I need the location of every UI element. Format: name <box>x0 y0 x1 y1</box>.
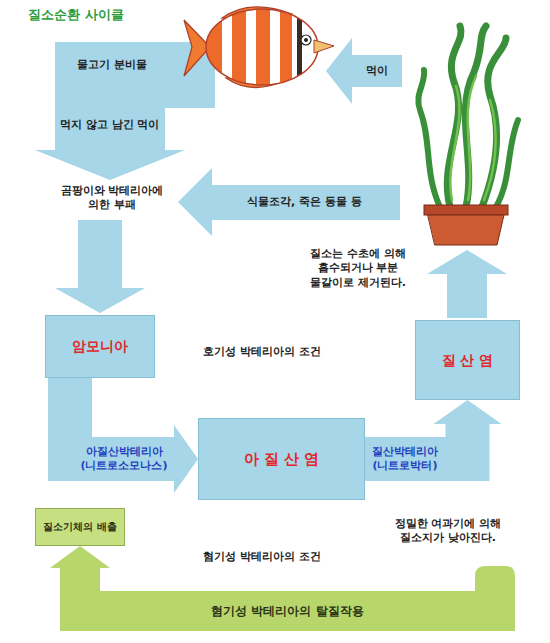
fish-illustration <box>184 0 334 100</box>
note-label: 곰팡이와 박테리아에 의한 부패 <box>53 184 171 213</box>
note-label: 호기성 박테리아의 조건 <box>203 345 321 359</box>
note-label: 질소는 수초에 의해 흡수되거나 부분 물갈이로 제거된다. <box>302 247 414 290</box>
flow-arrow <box>70 378 198 493</box>
process-box: 암모니아 <box>45 315 155 378</box>
flow-arrow <box>178 168 400 236</box>
note-label: 먹이 <box>366 64 388 78</box>
process-band: 혐기성 박테리아의 탈질작용 <box>60 591 515 631</box>
process-box: 질 산 염 <box>415 320 520 400</box>
output-box: 질소기체의 배출 <box>35 508 125 546</box>
note-label: 먹지 않고 남긴 먹이 <box>60 118 160 132</box>
flow-arrow <box>427 250 507 318</box>
band-arrow <box>475 566 515 592</box>
edge-label: 아질산박테리아 (니트로소모나스) <box>70 444 178 474</box>
node-text: 질소기체의 배출 <box>43 521 116 533</box>
edge-label: 질산박테리아 (니트로박터) <box>365 444 445 474</box>
arrow-head <box>434 400 502 424</box>
flow-arrow <box>50 546 110 591</box>
note-label: 식물조각, 죽은 동물 등 <box>247 195 362 209</box>
node-text: 아 질 산 염 <box>244 450 320 468</box>
diagram-title: 질소순환 사이클 <box>28 6 124 24</box>
flow-arrow <box>55 220 145 313</box>
process-box: 아 질 산 염 <box>198 418 365 500</box>
note-label: 물고기 분비물 <box>77 58 147 72</box>
node-text: 암모니아 <box>72 338 128 355</box>
arrow-shaft <box>60 568 100 591</box>
node-text: 혐기성 박테리아의 탈질작용 <box>211 604 363 618</box>
arrow-head <box>50 546 110 568</box>
node-text: 질 산 염 <box>442 352 494 369</box>
note-label: 혐기성 박테리아의 조건 <box>203 550 321 564</box>
flow-arrow <box>326 38 402 104</box>
note-label: 정밀한 여과기에 의해 질소지가 낮아진다. <box>387 517 509 546</box>
plant-illustration <box>418 26 518 245</box>
